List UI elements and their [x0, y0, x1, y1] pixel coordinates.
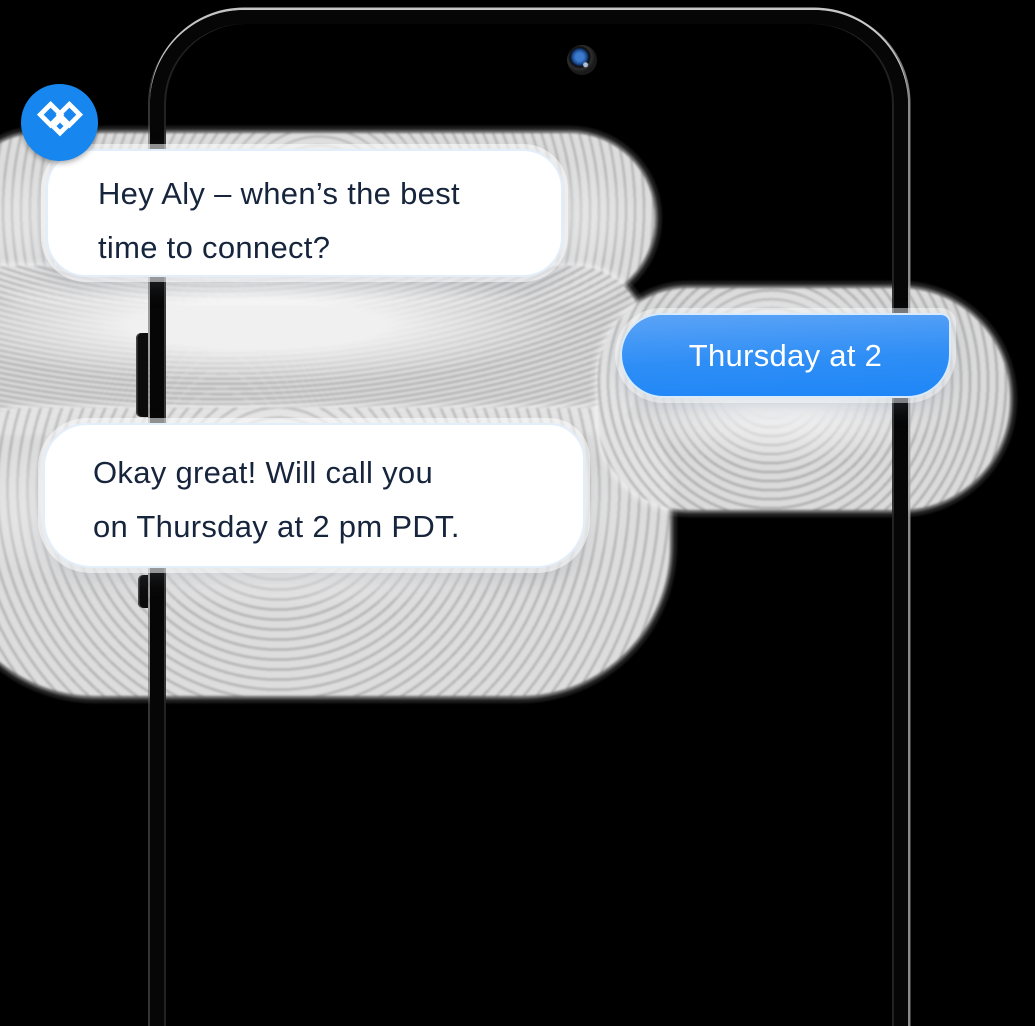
- message-line: Hey Aly – when’s the best: [98, 176, 460, 211]
- phone-power-button: [138, 575, 148, 608]
- message-line: Okay great! Will call you: [93, 455, 433, 490]
- brand-badge: [21, 84, 98, 161]
- phone-mockup: [150, 10, 908, 1026]
- swirl-shadow-middle: [0, 266, 645, 434]
- chat-bubble-received-2: Okay great! Will call you on Thursday at…: [43, 423, 585, 568]
- tidio-diamonds-logo-icon: [35, 98, 85, 148]
- message-line: on Thursday at 2 pm PDT.: [93, 509, 460, 544]
- message-line: Thursday at 2: [688, 337, 883, 373]
- front-camera-icon: [567, 45, 597, 75]
- message-line: time to connect?: [98, 230, 331, 265]
- phone-volume-button: [136, 333, 148, 417]
- chat-bubble-sent-1: Thursday at 2: [620, 313, 951, 398]
- chat-bubble-received-1: Hey Aly – when’s the best time to connec…: [46, 149, 563, 277]
